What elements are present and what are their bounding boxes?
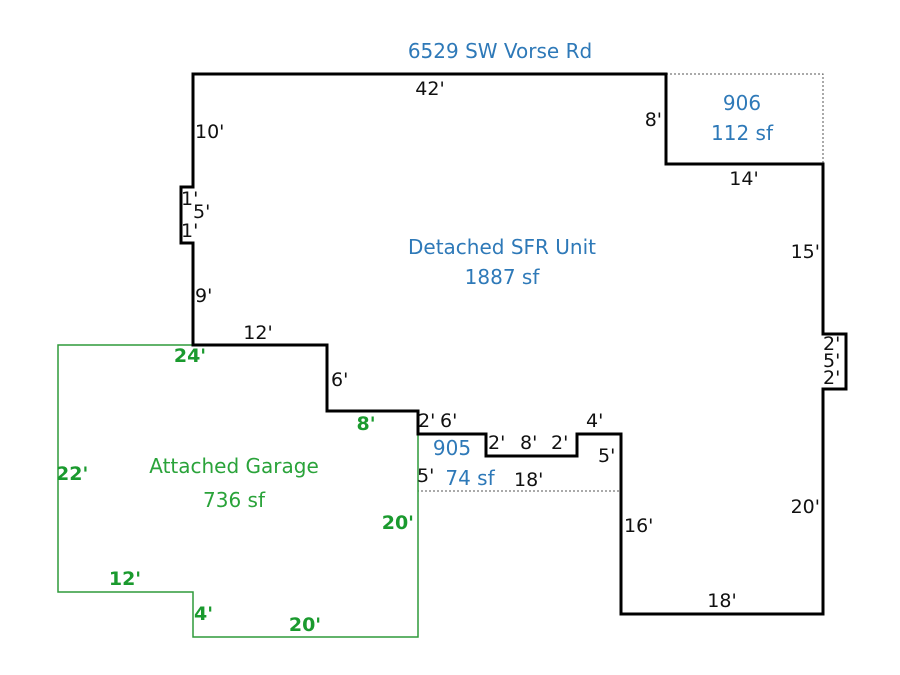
dim-inner-8: 8' bbox=[645, 109, 662, 131]
garage-area: 736 sf bbox=[203, 488, 266, 512]
dim-inner-14: 14' bbox=[729, 168, 758, 190]
dim-right-15: 15' bbox=[791, 241, 820, 263]
area-906-outline bbox=[665, 73, 824, 165]
dim-step-12: 12' bbox=[243, 322, 272, 344]
address-title: 6529 SW Vorse Rd bbox=[408, 39, 592, 63]
main-unit-name: Detached SFR Unit bbox=[408, 235, 596, 259]
garage-dim-top-24: 24' bbox=[174, 345, 206, 367]
dim-notch-left-1b: 1' bbox=[181, 220, 198, 242]
garage-dim-left-22: 22' bbox=[56, 463, 88, 485]
garage-dim-step-8: 8' bbox=[356, 413, 375, 435]
dim-notch-right-2a: 2' bbox=[823, 333, 840, 355]
dim-step-6b: 6' bbox=[440, 410, 457, 432]
dim-top-42: 42' bbox=[415, 78, 444, 100]
garage-dim-step-12: 12' bbox=[109, 568, 141, 590]
area-906-id: 906 bbox=[723, 91, 761, 115]
dim-step-5: 5' bbox=[598, 445, 615, 467]
dim-right-20: 20' bbox=[791, 496, 820, 518]
dim-notch-left-5: 5' bbox=[193, 201, 210, 223]
dim-left-9: 9' bbox=[195, 285, 212, 307]
dim-porch-5: 5' bbox=[417, 465, 434, 487]
dim-notch-right-5: 5' bbox=[823, 350, 840, 372]
dim-notch-left-1a: 1' bbox=[181, 188, 198, 210]
dim-step-2d: 2' bbox=[551, 432, 568, 454]
area-905-id: 905 bbox=[433, 436, 471, 460]
garage-name: Attached Garage bbox=[149, 454, 319, 478]
dim-step-2c: 2' bbox=[488, 432, 505, 454]
area-905-area: 74 sf bbox=[445, 466, 495, 490]
house-outline bbox=[179, 72, 848, 616]
dim-porch-18: 18' bbox=[514, 469, 543, 491]
dim-notch-right-2b: 2' bbox=[823, 367, 840, 389]
dim-bottom-18: 18' bbox=[707, 590, 736, 612]
main-unit-area: 1887 sf bbox=[465, 265, 541, 289]
garage-dim-right-20: 20' bbox=[382, 512, 414, 534]
dim-left-16: 16' bbox=[624, 515, 653, 537]
garage-dim-bottom-20: 20' bbox=[289, 614, 321, 636]
area-906-area: 112 sf bbox=[711, 121, 774, 145]
dim-left-10: 10' bbox=[195, 121, 224, 143]
dim-step-2: 2' bbox=[418, 410, 435, 432]
dim-step-8: 8' bbox=[520, 432, 537, 454]
dim-step-4: 4' bbox=[586, 410, 603, 432]
garage-dim-step-4: 4' bbox=[194, 603, 213, 625]
dim-step-6: 6' bbox=[331, 369, 348, 391]
